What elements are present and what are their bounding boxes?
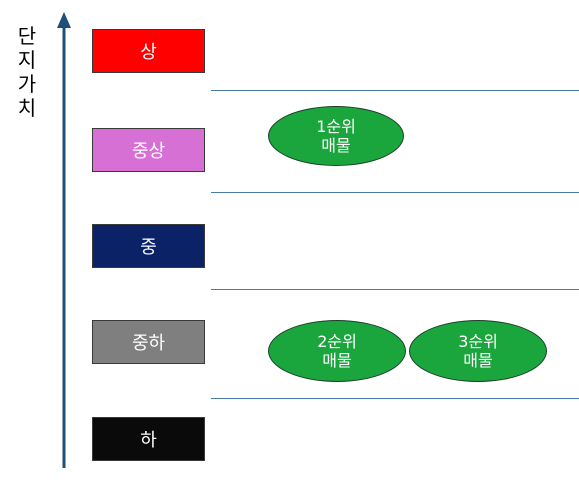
level-box-bottom: 하 (92, 417, 205, 461)
separator-line (211, 192, 579, 193)
listing-rank-3: 3순위 매물 (409, 320, 547, 382)
separator-line (211, 398, 579, 399)
level-label: 중하 (131, 333, 166, 354)
listing-rank-text: 3순위 (458, 332, 498, 351)
listing-type-text: 매물 (463, 351, 493, 370)
listing-rank-2: 2순위 매물 (268, 320, 406, 382)
separator-line (211, 90, 579, 91)
axis-arrow-head (57, 12, 71, 28)
value-axis-arrow (57, 12, 71, 468)
axis-title-char: 가 (17, 72, 37, 96)
axis-title-char: 단 (17, 24, 37, 48)
level-label: 상 (140, 42, 157, 63)
separator-line (211, 289, 579, 290)
axis-title: 단 지 가 치 (17, 24, 37, 120)
level-box-lower-middle: 중하 (92, 320, 205, 364)
listing-rank-text: 1순위 (316, 117, 356, 136)
level-label: 중상 (131, 141, 166, 162)
level-label: 중 (140, 237, 157, 258)
level-box-middle: 중 (92, 224, 205, 268)
axis-title-char: 지 (17, 48, 37, 72)
level-box-upper-middle: 중상 (92, 128, 205, 172)
listing-type-text: 매물 (321, 136, 351, 155)
listing-type-text: 매물 (322, 351, 352, 370)
listing-rank-text: 2순위 (317, 332, 357, 351)
axis-title-char: 치 (17, 96, 37, 120)
listing-rank-1: 1순위 매물 (268, 106, 404, 166)
level-box-top: 상 (92, 29, 205, 73)
level-label: 하 (140, 430, 157, 451)
